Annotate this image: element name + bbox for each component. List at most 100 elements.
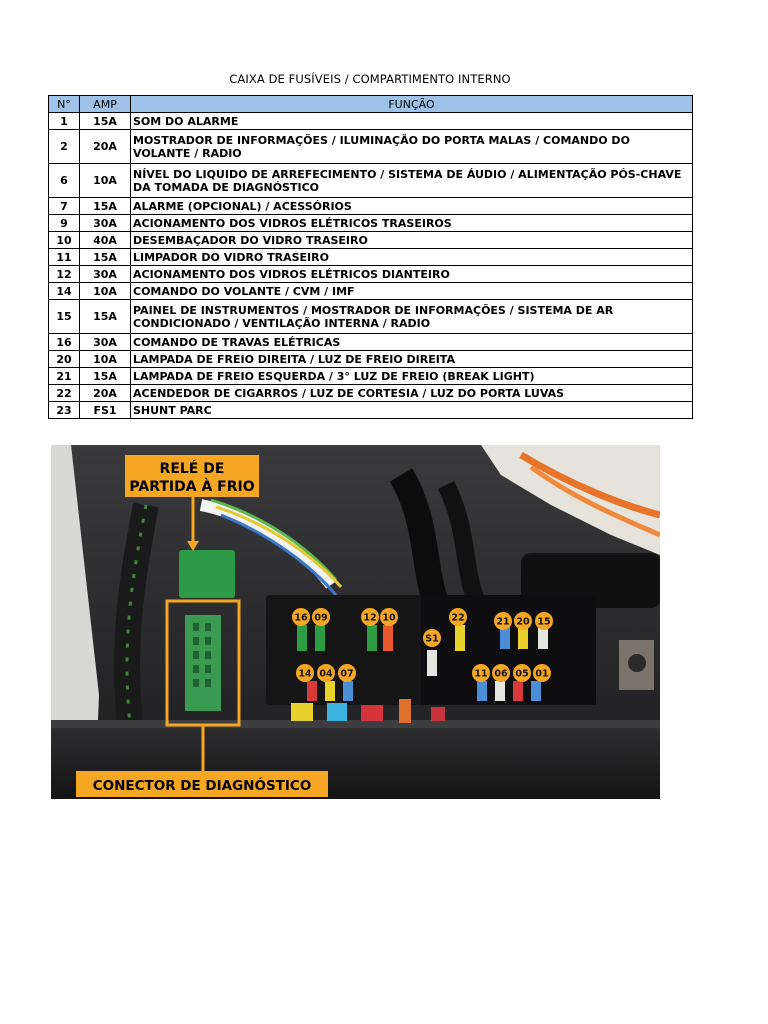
relay-callout-line2: PARTIDA À FRIO — [129, 478, 254, 495]
fuse-number: 23 — [48, 401, 80, 419]
svg-text:12: 12 — [363, 613, 376, 624]
header-func: FUNÇÃO — [130, 95, 693, 113]
svg-text:09: 09 — [314, 613, 327, 624]
table-row: 23 FS1 SHUNT PARC — [48, 401, 693, 419]
fuse-number: 22 — [48, 384, 80, 402]
badge-s1: S1 — [423, 629, 441, 647]
svg-text:04: 04 — [319, 669, 333, 680]
table-row: 14 10A COMANDO DO VOLANTE / CVM / IMF — [48, 282, 693, 300]
fuse — [327, 703, 347, 721]
svg-text:22: 22 — [451, 613, 464, 624]
fuse-number: 7 — [48, 197, 80, 215]
badge-10: 10 — [380, 608, 398, 626]
svg-text:05: 05 — [515, 669, 528, 680]
badge-22: 22 — [449, 608, 467, 626]
fuse — [307, 681, 317, 701]
fuse-amperage: 15A — [79, 299, 131, 334]
table-row: 9 30A ACIONAMENTO DOS VIDROS ELÉTRICOS T… — [48, 214, 693, 232]
fuse-function: COMANDO DE TRAVAS ELÉTRICAS — [130, 333, 693, 351]
fuse-amperage: 15A — [79, 248, 131, 266]
fuse-number: 21 — [48, 367, 80, 385]
table-row: 2 20A MOSTRADOR DE INFORMAÇÕES / ILUMINA… — [48, 129, 693, 164]
svg-text:11: 11 — [474, 669, 487, 680]
fuse-function: ACIONAMENTO DOS VIDROS ELÉTRICOS DIANTEI… — [130, 265, 693, 283]
fuse-number: 6 — [48, 163, 80, 198]
fuse-function: NÍVEL DO LIQUIDO DE ARREFECIMENTO / SIST… — [130, 163, 693, 198]
table-row: 20 10A LAMPADA DE FREIO DIREITA / LUZ DE… — [48, 350, 693, 368]
table-row: 12 30A ACIONAMENTO DOS VIDROS ELÉTRICOS … — [48, 265, 693, 283]
fuse-number: 16 — [48, 333, 80, 351]
badge-06: 06 — [492, 664, 510, 682]
fuse-function: ACIONAMENTO DOS VIDROS ELÉTRICOS TRASEIR… — [130, 214, 693, 232]
fuse-amperage: 30A — [79, 265, 131, 283]
fuse — [343, 681, 353, 701]
table-row: 16 30A COMANDO DE TRAVAS ELÉTRICAS — [48, 333, 693, 351]
svg-text:S1: S1 — [425, 634, 438, 645]
fuse-number: 20 — [48, 350, 80, 368]
table-row: 22 20A ACENDEDOR DE CIGARROS / LUZ DE CO… — [48, 384, 693, 402]
fuse-amperage: 30A — [79, 214, 131, 232]
fuse — [531, 681, 541, 701]
fuse-number: 10 — [48, 231, 80, 249]
fuse-amperage: 20A — [79, 129, 131, 164]
svg-text:20: 20 — [516, 617, 530, 628]
table-row: 15 15A PAINEL DE INSTRUMENTOS / MOSTRADO… — [48, 299, 693, 334]
svg-text:01: 01 — [535, 669, 548, 680]
fuse — [325, 681, 335, 701]
badge-21: 21 — [494, 612, 512, 630]
fuse — [538, 627, 548, 649]
table-row: 10 40A DESEMBAÇADOR DO VIDRO TRASEIRO — [48, 231, 693, 249]
table-row: 6 10A NÍVEL DO LIQUIDO DE ARREFECIMENTO … — [48, 163, 693, 198]
svg-text:06: 06 — [494, 669, 508, 680]
fuse-number: 14 — [48, 282, 80, 300]
fuse — [315, 625, 325, 651]
svg-text:14: 14 — [298, 669, 312, 680]
fuse-amperage: 20A — [79, 384, 131, 402]
page-title: CAIXA DE FUSÍVEIS / COMPARTIMENTO INTERN… — [229, 72, 511, 86]
fuse-amperage: 15A — [79, 367, 131, 385]
fuse — [427, 650, 437, 676]
fuse — [495, 681, 505, 701]
table-row: 1 15A SOM DO ALARME — [48, 112, 693, 130]
badge-01: 01 — [533, 664, 551, 682]
fuse-box-photo: RELÉ DE PARTIDA À FRIO CONECTOR DE DIAGN… — [51, 445, 660, 799]
fuse-amperage: 10A — [79, 350, 131, 368]
black-plug — [521, 553, 660, 608]
fuse-amperage: 40A — [79, 231, 131, 249]
fuse-amperage: 10A — [79, 163, 131, 198]
white-harness-wrap — [481, 445, 660, 555]
badge-16: 16 — [292, 608, 310, 626]
fuse-function: LIMPADOR DO VIDRO TRASEIRO — [130, 248, 693, 266]
orange-wires — [519, 451, 660, 519]
fuse — [291, 703, 313, 721]
badge-11: 11 — [472, 664, 490, 682]
fuse — [297, 625, 307, 651]
badge-14: 14 — [296, 664, 314, 682]
fuse — [361, 705, 383, 721]
relay-callout-box — [125, 455, 259, 497]
badge-04: 04 — [317, 664, 335, 682]
fuse-number: 2 — [48, 129, 80, 164]
fuse-number: 15 — [48, 299, 80, 334]
fuse — [477, 681, 487, 701]
svg-text:21: 21 — [496, 617, 509, 628]
fuse-amperage: FS1 — [79, 401, 131, 419]
fuse — [500, 627, 510, 649]
fuse-function: LAMPADA DE FREIO ESQUERDA / 3° LUZ DE FR… — [130, 367, 693, 385]
badge-09: 09 — [312, 608, 330, 626]
header-amp: AMP — [79, 95, 131, 113]
table-row: 7 15A ALARME (OPCIONAL) / ACESSÓRIOS — [48, 197, 693, 215]
fuse-function: SOM DO ALARME — [130, 112, 693, 130]
svg-text:15: 15 — [537, 617, 550, 628]
fuse-function: COMANDO DO VOLANTE / CVM / IMF — [130, 282, 693, 300]
diagnostic-connector — [185, 615, 221, 711]
fuse-amperage: 10A — [79, 282, 131, 300]
badge-20: 20 — [514, 612, 532, 630]
fuse — [518, 627, 528, 649]
svg-text:10: 10 — [382, 613, 396, 624]
cold-start-relay — [179, 550, 235, 598]
fuse-function: LAMPADA DE FREIO DIREITA / LUZ DE FREIO … — [130, 350, 693, 368]
badge-07: 07 — [338, 664, 356, 682]
header-num: N° — [48, 95, 80, 113]
badge-12: 12 — [361, 608, 379, 626]
